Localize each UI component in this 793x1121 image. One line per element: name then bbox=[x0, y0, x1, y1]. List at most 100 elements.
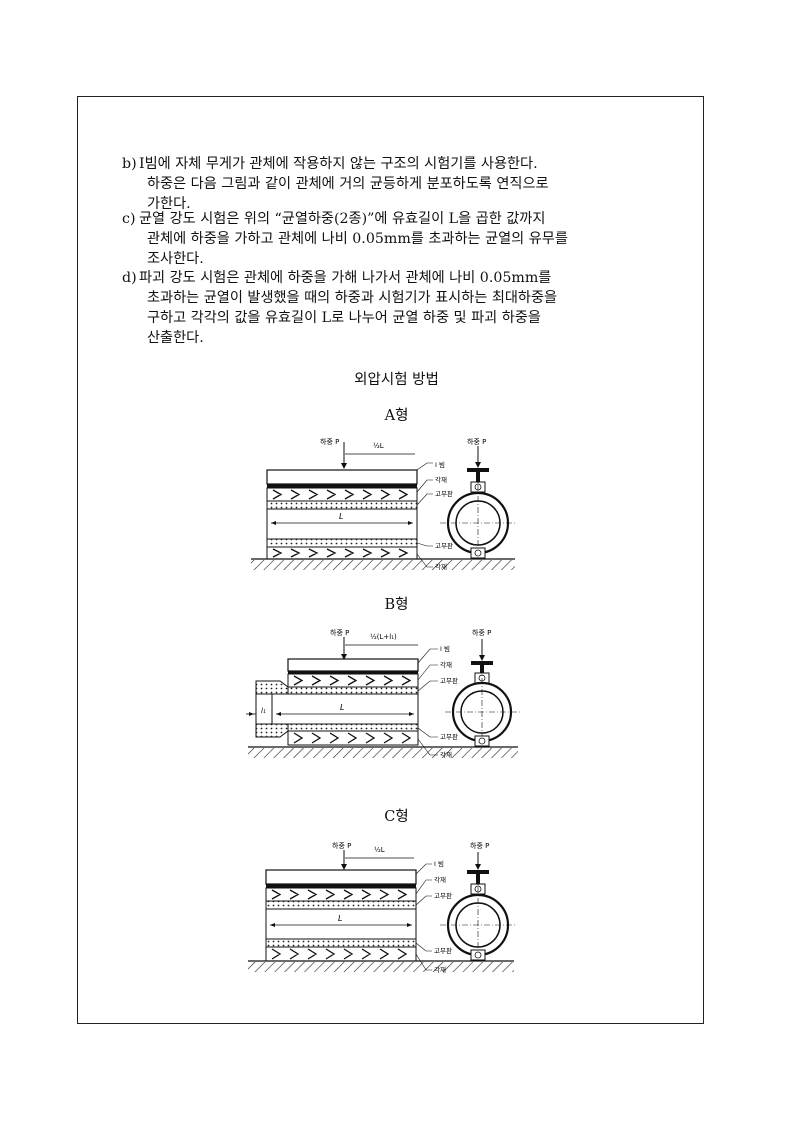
length-arrowhead bbox=[270, 923, 275, 927]
wood-grain bbox=[293, 675, 412, 686]
half-length-label: ½L bbox=[374, 846, 385, 854]
load-label-right: 하중 P bbox=[467, 437, 486, 446]
load-arrowhead bbox=[341, 864, 347, 870]
label-rubber-top: 고무판 bbox=[435, 489, 453, 498]
label-wood-bottom: 각재 bbox=[440, 751, 452, 759]
i-beam-flange bbox=[288, 671, 418, 674]
length-label: L bbox=[339, 512, 343, 521]
leader-line bbox=[415, 942, 432, 952]
leader-line bbox=[417, 727, 438, 738]
rubber-pad-top bbox=[266, 500, 418, 510]
paragraph-line: 균열 강도 시험은 위의 “균열하중(2종)”에 유효길이 L을 곱한 값까지 bbox=[139, 211, 546, 227]
wood-ring bbox=[474, 951, 482, 959]
leader-line bbox=[416, 479, 433, 493]
label-i-beam: I 빔 bbox=[434, 859, 444, 868]
rubber-pad-bottom bbox=[287, 723, 419, 732]
leader-line bbox=[416, 493, 433, 506]
ground-hatch bbox=[251, 560, 515, 570]
load-arrowhead bbox=[341, 654, 347, 660]
half-length-label: ½(L+l₁) bbox=[370, 633, 397, 641]
rubber-pad-top bbox=[265, 900, 417, 910]
leader-line bbox=[417, 680, 438, 692]
l1-arrowhead bbox=[249, 712, 254, 716]
label-wood-bottom: 각재 bbox=[435, 563, 447, 571]
label-wood-block: 각재 bbox=[434, 876, 446, 884]
length-arrowhead bbox=[276, 712, 281, 716]
i-beam-end bbox=[467, 870, 489, 874]
ground-hatch bbox=[248, 962, 514, 972]
figure-a-diagram: 하중 P ½L L I 빔 각재 고무판 고무판 각재 하중 P bbox=[251, 437, 515, 571]
rubber-pad-bottom bbox=[265, 938, 417, 948]
page-frame bbox=[77, 96, 704, 1024]
label-rubber-bottom: 고무판 bbox=[435, 541, 453, 550]
paragraph-line: 하중은 다음 그림과 같이 관체에 거의 균등하게 분포하도록 연직으로 bbox=[147, 176, 549, 192]
socket-top bbox=[255, 680, 289, 695]
wood-grain bbox=[272, 548, 409, 558]
label-wood-block: 각재 bbox=[440, 661, 452, 669]
wood-block-end-bottom bbox=[470, 949, 486, 961]
load-label-right: 하중 P bbox=[472, 628, 491, 637]
load-label: 하중 P bbox=[320, 437, 339, 446]
figure-c-diagram: 하중 P ½L L I 빔 각재 고무판 고무판 각재 하중 P bbox=[248, 841, 516, 974]
figure-caption-b: B형 bbox=[384, 597, 409, 613]
wood-block-top bbox=[287, 673, 419, 688]
paragraph-line: 초과하는 균열이 발생했을 때의 하중과 시험기가 표시하는 최대하중을 bbox=[147, 290, 558, 306]
wood-grain bbox=[293, 732, 412, 744]
i-beam-end bbox=[471, 661, 493, 665]
label-rubber-bottom: 고무판 bbox=[434, 946, 452, 955]
load-label: 하중 P bbox=[330, 628, 349, 637]
wood-block-bottom bbox=[265, 946, 417, 962]
paragraph-line: 파괴 강도 시험은 관체에 하중을 가해 나가서 관체에 나비 0.05mm를 bbox=[139, 270, 552, 286]
wood-block-bottom bbox=[266, 546, 418, 560]
leader-line bbox=[416, 553, 433, 568]
load-label-right: 하중 P bbox=[470, 841, 489, 850]
i-beam bbox=[265, 869, 417, 885]
ground-hatch bbox=[248, 748, 518, 758]
wood-ring bbox=[474, 549, 482, 557]
leader-line bbox=[417, 738, 438, 756]
load-arrowhead bbox=[341, 463, 347, 469]
leader-line bbox=[415, 863, 432, 875]
figure-b-diagram: 하중 P ½(L+l₁) l₁ L I 빔 각재 고무판 고무판 각재 하중 P bbox=[246, 628, 520, 759]
label-rubber-top: 고무판 bbox=[434, 891, 452, 900]
figure-caption-c: C형 bbox=[384, 809, 409, 825]
socket-bottom bbox=[255, 723, 289, 738]
rubber-pad-bottom bbox=[266, 538, 418, 548]
pipe-body bbox=[266, 508, 418, 540]
paragraph-marker: c) bbox=[122, 211, 136, 227]
load-arrowhead bbox=[479, 655, 485, 661]
load-label: 하중 P bbox=[332, 841, 351, 850]
half-length-label: ½L bbox=[373, 442, 384, 450]
paragraph-line: 가한다. bbox=[147, 196, 191, 212]
length-arrowhead bbox=[409, 712, 414, 716]
pipe-body bbox=[271, 693, 419, 725]
label-rubber-top: 고무판 bbox=[440, 676, 458, 685]
load-arrowhead bbox=[475, 462, 481, 468]
wood-grain bbox=[272, 489, 409, 500]
i-beam bbox=[266, 469, 418, 485]
paragraph-line: I빔에 자체 무게가 관체에 작용하지 않는 구조의 시험기를 사용한다. bbox=[139, 156, 538, 172]
l1-label: l₁ bbox=[261, 707, 266, 715]
leader-line bbox=[415, 879, 432, 895]
paragraph-marker: b) bbox=[122, 156, 137, 172]
paragraph-line: 구하고 각각의 값을 유효길이 L로 나누어 균열 하중 및 파괴 하중을 bbox=[147, 310, 541, 326]
wood-block-end-bottom bbox=[470, 547, 486, 559]
rubber-pad-top bbox=[287, 686, 419, 695]
label-wood-bottom: 각재 bbox=[434, 966, 446, 974]
wood-block-bottom bbox=[287, 730, 419, 746]
label-wood-block: 각재 bbox=[435, 476, 447, 484]
leader-line bbox=[416, 542, 433, 547]
leader-line bbox=[415, 953, 432, 971]
label-i-beam: I 빔 bbox=[440, 644, 450, 653]
load-arrowhead bbox=[475, 864, 481, 870]
section-title: 외압시험 방법 bbox=[354, 372, 439, 388]
length-arrowhead bbox=[408, 521, 413, 525]
length-arrowhead bbox=[407, 923, 412, 927]
wood-grain bbox=[271, 948, 408, 960]
wood-block-top bbox=[265, 887, 417, 902]
figure-caption-a: A형 bbox=[384, 408, 409, 424]
paragraph-line: 관체에 하중을 가하고 관체에 나비 0.05mm를 초과하는 균열의 유무를 bbox=[147, 231, 568, 247]
i-beam-flange bbox=[267, 484, 417, 488]
label-rubber-bottom: 고무판 bbox=[440, 732, 458, 741]
length-label: L bbox=[340, 703, 344, 712]
